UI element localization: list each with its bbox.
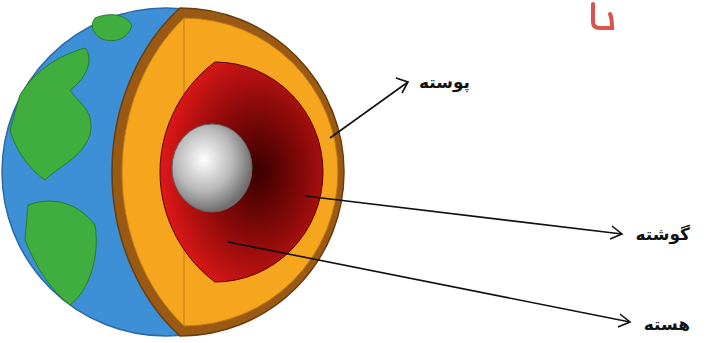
continent: [92, 15, 132, 41]
arrowhead: [618, 314, 630, 327]
leader-line: [228, 242, 630, 322]
leader-line: [330, 82, 408, 138]
inner-core: [172, 124, 252, 212]
continent: [25, 201, 96, 305]
crust-layer: [112, 8, 344, 336]
mantle-layer: [122, 18, 338, 326]
arrowhead: [610, 226, 622, 239]
outer-core: [160, 62, 323, 282]
leader-line: [305, 196, 622, 234]
layer-label: پوسته: [419, 72, 470, 92]
continent: [10, 48, 91, 180]
decorative-mark: [593, 4, 612, 28]
arrowhead: [396, 78, 408, 93]
layer-label: گوشته: [635, 224, 690, 244]
layer-label: هسته: [644, 314, 690, 334]
